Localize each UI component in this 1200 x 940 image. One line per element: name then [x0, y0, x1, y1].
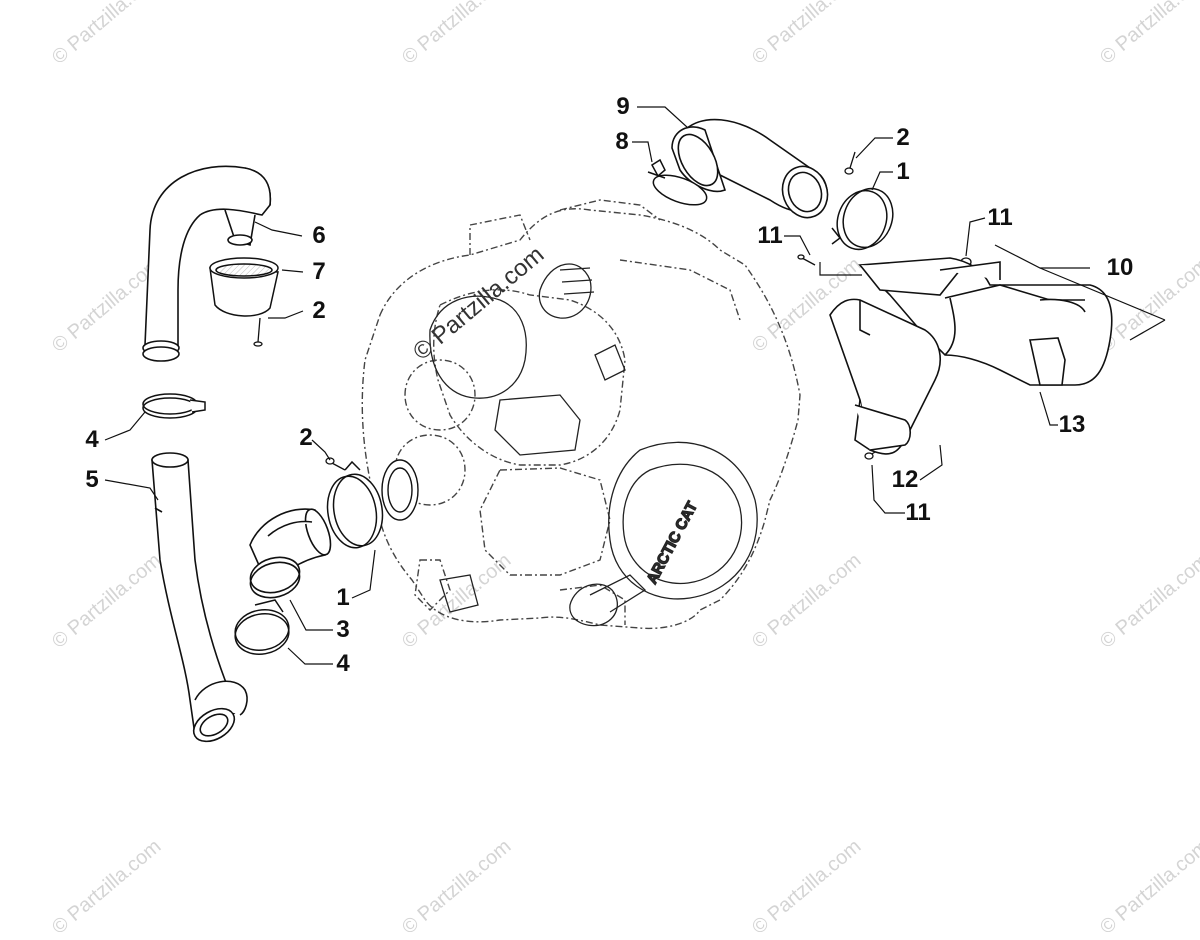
air-duct-cup	[209, 257, 279, 317]
callout-2: 2	[299, 424, 313, 451]
callout-13: 13	[1058, 411, 1086, 438]
callout-11: 11	[905, 499, 931, 526]
callout-8: 8	[615, 128, 629, 155]
callout-2: 2	[312, 297, 326, 324]
callout-4: 4	[336, 650, 350, 677]
intake-hose-lower	[151, 452, 248, 743]
callout-1: 1	[896, 158, 910, 185]
callout-1: 1	[336, 584, 350, 611]
intake-boot	[249, 508, 332, 599]
callout-2: 2	[896, 124, 910, 151]
hose-clamp	[234, 599, 290, 655]
leader-lines	[104, 106, 1166, 665]
hose-clamp	[831, 187, 894, 251]
callout-12: 12	[891, 466, 919, 493]
callout-10: 10	[1106, 254, 1134, 281]
callout-6: 6	[312, 222, 326, 249]
callout-7: 7	[312, 258, 326, 285]
callout-4: 4	[85, 426, 99, 453]
intake-hose-upper	[142, 165, 272, 362]
callout-11: 11	[987, 204, 1013, 231]
callout-3: 3	[336, 616, 350, 643]
air-duct-lower	[829, 298, 941, 455]
callout-9: 9	[616, 93, 630, 120]
hose-clamp	[647, 158, 708, 206]
air-box-assembly	[858, 257, 1113, 386]
intake-duct-upper	[671, 118, 829, 219]
engine-badge: ARCTIC CAT	[644, 499, 702, 587]
engine-phantom	[361, 199, 801, 630]
engine-intake-port	[381, 459, 419, 521]
hose-clamp	[326, 460, 384, 549]
callout-11: 11	[757, 222, 783, 249]
hose-clamp	[142, 393, 206, 419]
callout-5: 5	[85, 466, 99, 493]
